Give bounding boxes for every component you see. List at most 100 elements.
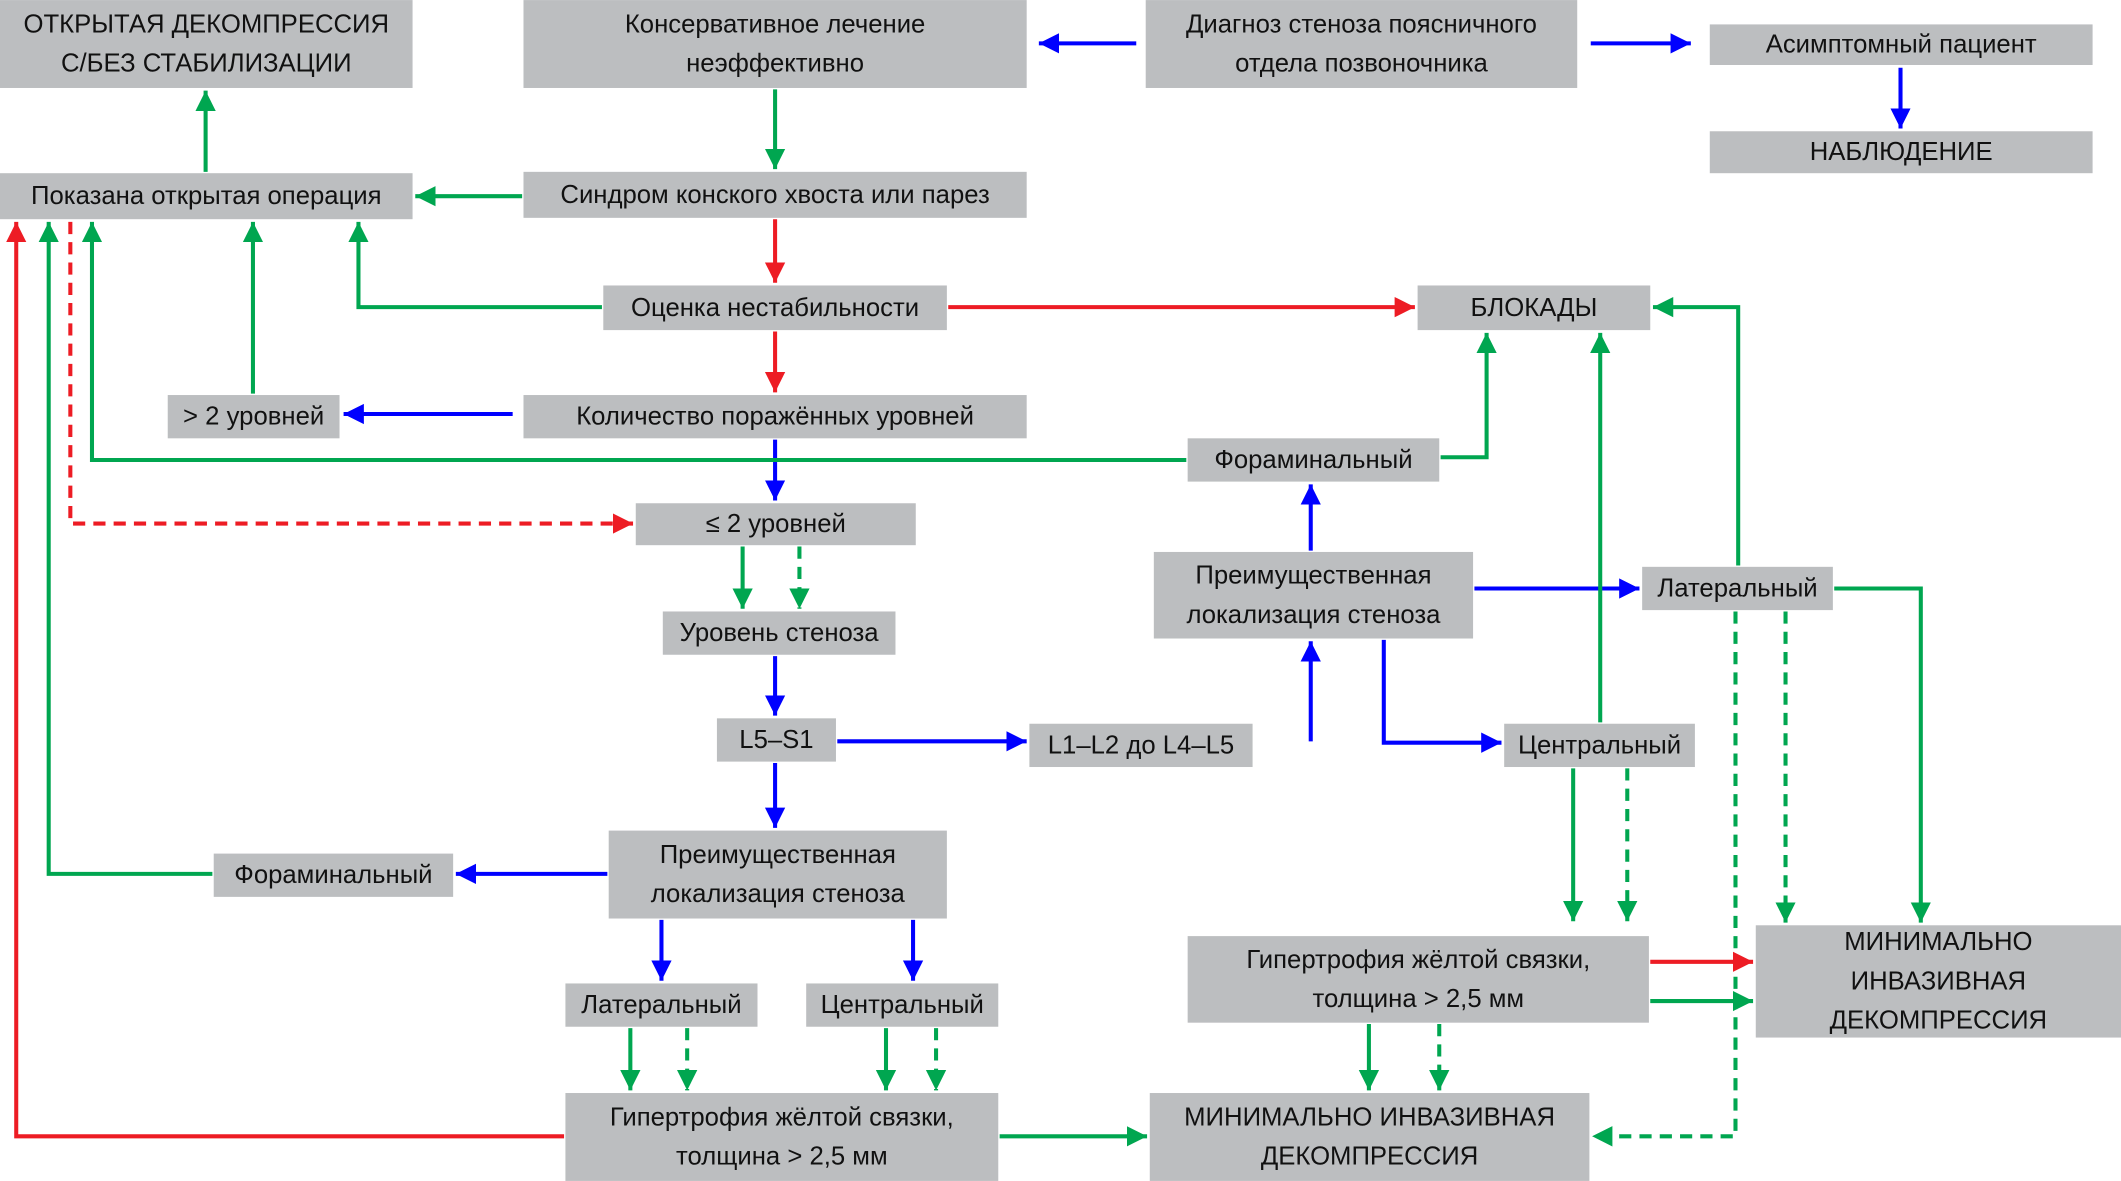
edge-foraminal-l-to-open-surgery-indicated <box>38 221 213 876</box>
node-label: Асимптомный пациент <box>1766 31 2037 59</box>
edge-localization-r-to-central-r <box>1381 639 1502 753</box>
node-label: Диагноз стеноза поясничного <box>1186 10 1537 38</box>
node-label: отдела позвоночника <box>1235 50 1488 78</box>
node-label: неэффективно <box>686 50 864 78</box>
node-label: Синдром конского хвоста или парез <box>560 181 989 209</box>
node-box <box>0 0 413 88</box>
node-mid-r: МИНИМАЛЬНО ИНВАЗИВНАЯ ДЕКОМПРЕССИЯ <box>1755 925 2121 1038</box>
node-label: МИНИМАЛЬНО ИНВАЗИВНАЯ <box>1184 1103 1555 1131</box>
node-open-decomp: ОТКРЫТАЯ ДЕКОМПРЕССИЯ С/БЕЗ СТАБИЛИЗАЦИИ <box>0 0 413 88</box>
node-label: L1–L2 до L4–L5 <box>1048 731 1234 759</box>
node-instability: Оценка нестабильности <box>603 285 947 331</box>
node-box <box>565 983 758 1027</box>
node-label: Центральный <box>821 991 984 1019</box>
edge-lateral-r-to-mid-r <box>1834 586 1931 923</box>
node-diagnosis: Диагноз стеноза поясничного отдела позвон… <box>1145 0 1578 88</box>
node-asymptomatic: Асимптомный пациент <box>1709 24 2093 65</box>
node-label: Показана открытая операция <box>31 182 382 210</box>
node-label: БЛОКАДЫ <box>1471 294 1598 322</box>
node-label: МИНИМАЛЬНО <box>1844 928 2032 956</box>
node-label: локализация стеноза <box>651 880 906 908</box>
node-box <box>1417 285 1651 331</box>
node-label: ДЕКОМПРЕССИЯ <box>1261 1143 1478 1171</box>
node-open-surgery-indicated: Показана открытая операция <box>0 173 413 220</box>
node-label: Количество поражённых уровней <box>576 403 974 431</box>
node-localization-r: Преимущественная локализация стеноза <box>1153 551 1474 639</box>
node-label: Гипертрофия жёлтой связки, <box>610 1103 954 1131</box>
edge-hypertrophy-l-to-open-surgery-indicated <box>6 221 565 1139</box>
node-label: Консервативное лечение <box>625 10 925 38</box>
edge-foraminal-r-to-blocks <box>1440 332 1497 460</box>
node-box <box>1187 936 1649 1023</box>
node-foraminal-r: Фораминальный <box>1187 438 1440 482</box>
node-box <box>1029 723 1253 768</box>
node-box <box>213 853 454 897</box>
node-label: Центральный <box>1518 731 1681 759</box>
edges <box>6 33 1931 1147</box>
node-l1l2-l4l5: L1–L2 до L4–L5 <box>1029 723 1253 768</box>
node-blocks: БЛОКАДЫ <box>1417 285 1651 331</box>
node-box <box>1153 551 1474 639</box>
node-box <box>716 718 836 762</box>
edge-lateral-r-to-mid-bottom-dashed <box>1592 611 1738 1147</box>
node-label: Фораминальный <box>234 861 432 889</box>
node-label: Фораминальный <box>1214 446 1412 474</box>
node-stenosis-level: Уровень стеноза <box>662 611 896 655</box>
node-box <box>523 0 1027 88</box>
node-label: С/БЕЗ СТАБИЛИЗАЦИИ <box>61 50 352 78</box>
node-box <box>523 171 1027 218</box>
node-box <box>1504 723 1695 768</box>
edge-lateral-r-to-blocks <box>1652 296 1741 566</box>
edge-foraminal-r-to-open-surgery-indicated <box>81 221 1187 462</box>
edge-open-surgery-indicated-to-le2-levels-dashed <box>68 221 634 534</box>
node-label: Гипертрофия жёлтой связки, <box>1246 946 1590 974</box>
node-label: Оценка нестабильности <box>631 294 919 322</box>
node-lateral-r: Латеральный <box>1642 566 1833 611</box>
node-box <box>1187 438 1440 482</box>
node-box <box>0 173 413 220</box>
node-label: ИНВАЗИВНАЯ <box>1851 967 2026 995</box>
node-box <box>608 830 947 919</box>
node-levels-count: Количество поражённых уровней <box>523 395 1027 439</box>
node-box <box>565 1093 999 1181</box>
node-box <box>1709 24 2093 65</box>
node-box <box>1145 0 1578 88</box>
node-label: ≤ 2 уровней <box>706 510 846 538</box>
edge-instability-to-open-surgery-indicated <box>348 221 602 310</box>
node-box <box>603 285 947 331</box>
node-observation: НАБЛЮДЕНИЕ <box>1709 131 2093 174</box>
node-label: Латеральный <box>581 991 741 1019</box>
node-label: Преимущественная <box>1195 562 1431 590</box>
node-box <box>1709 131 2093 174</box>
node-label: толщина > 2,5 мм <box>676 1143 888 1171</box>
node-label: Латеральный <box>1657 574 1817 602</box>
node-label: Преимущественная <box>660 841 896 869</box>
node-cauda-equina: Синдром конского хвоста или парез <box>523 171 1027 218</box>
node-localization-l: Преимущественная локализация стеноза <box>608 830 947 919</box>
node-box <box>1755 925 2121 1038</box>
node-box <box>635 503 916 546</box>
node-label: Уровень стеноза <box>680 619 880 647</box>
node-conservative-failed: Консервативное лечение неэффективно <box>523 0 1027 88</box>
node-hypertrophy-l: Гипертрофия жёлтой связки, толщина > 2,5 … <box>565 1093 999 1181</box>
node-label: локализация стеноза <box>1186 601 1441 629</box>
node-le2-levels: ≤ 2 уровней <box>635 503 916 546</box>
node-box <box>662 611 896 655</box>
node-hypertrophy-r: Гипертрофия жёлтой связки, толщина > 2,5 … <box>1187 936 1649 1023</box>
node-gt2-levels: > 2 уровней <box>167 395 340 439</box>
node-label: ОТКРЫТАЯ ДЕКОМПРЕССИЯ <box>23 10 389 38</box>
node-label: толщина > 2,5 мм <box>1312 985 1524 1013</box>
node-label: НАБЛЮДЕНИЕ <box>1810 138 1993 166</box>
node-central-r: Центральный <box>1504 723 1695 768</box>
node-label: ДЕКОМПРЕССИЯ <box>1830 1007 2047 1035</box>
node-foraminal-l: Фораминальный <box>213 853 454 897</box>
node-mid-bottom: МИНИМАЛЬНО ИНВАЗИВНАЯ ДЕКОМПРЕССИЯ <box>1149 1093 1590 1181</box>
node-central-l: Центральный <box>806 983 999 1027</box>
node-l5s1: L5–S1 <box>716 718 836 762</box>
node-label: L5–S1 <box>739 726 813 754</box>
node-box <box>523 395 1027 439</box>
node-box <box>1149 1093 1590 1181</box>
node-box <box>806 983 999 1027</box>
